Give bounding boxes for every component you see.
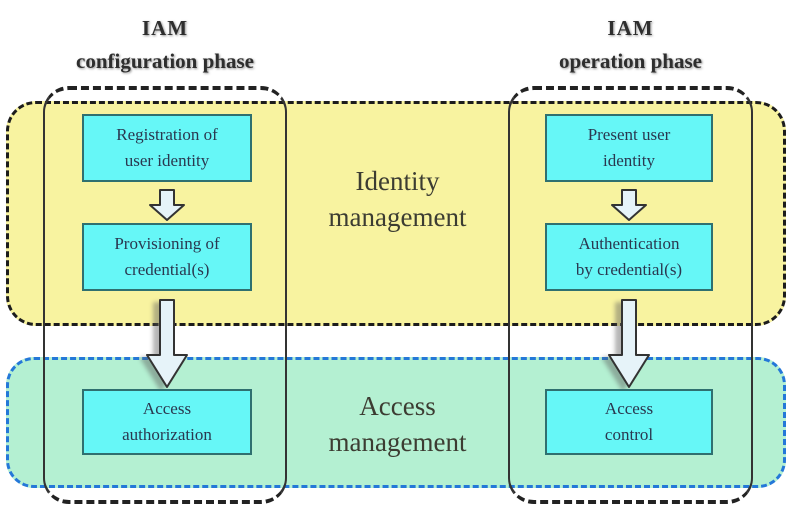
phase-header-configuration-line2: configuration phase — [76, 49, 254, 73]
identity-management-label-line1: Identity — [355, 166, 440, 196]
box-authentication-by-credentials: Authentication by credential(s) — [545, 223, 713, 291]
down-arrow-icon — [609, 189, 649, 222]
box-present-user-identity: Present user identity — [545, 114, 713, 182]
down-arrow-icon — [147, 189, 187, 222]
box-registration-of-user-identity: Registration of user identity — [82, 114, 252, 182]
box-authorization-line2: authorization — [122, 425, 212, 444]
identity-management-label-line2: management — [328, 202, 467, 232]
phase-header-operation-line2: operation phase — [559, 49, 702, 73]
box-authentication-line1: Authentication — [578, 234, 680, 253]
box-provisioning-of-credentials: Provisioning of credential(s) — [82, 223, 252, 291]
box-present-line2: identity — [603, 151, 655, 170]
phase-header-operation: IAM operation phase — [508, 12, 753, 78]
box-provisioning-line1: Provisioning of — [114, 234, 220, 253]
configuration-phase-column — [43, 86, 287, 504]
access-management-label-line2: management — [328, 427, 467, 457]
identity-management-label: Identity management — [287, 163, 508, 235]
down-arrow-long-icon — [143, 299, 191, 389]
phase-header-configuration-line1: IAM — [141, 16, 189, 40]
box-provisioning-line2: credential(s) — [124, 260, 210, 279]
box-access-authorization: Access authorization — [82, 389, 252, 455]
box-authentication-line2: by credential(s) — [575, 260, 683, 279]
box-registration-line1: Registration of — [116, 125, 218, 144]
box-access-control: Access control — [545, 389, 713, 455]
box-control-line1: Access — [604, 399, 654, 418]
box-control-line2: control — [604, 425, 654, 444]
phase-header-operation-line1: IAM — [607, 16, 654, 40]
box-authorization-line1: Access — [142, 399, 192, 418]
access-management-label-line1: Access — [359, 391, 436, 421]
down-arrow-long-icon — [605, 299, 653, 389]
operation-phase-column — [508, 86, 753, 504]
box-present-line1: Present user — [587, 125, 671, 144]
access-management-label: Access management — [287, 388, 508, 460]
phase-header-configuration: IAM configuration phase — [43, 12, 287, 78]
box-registration-line2: user identity — [124, 151, 210, 170]
